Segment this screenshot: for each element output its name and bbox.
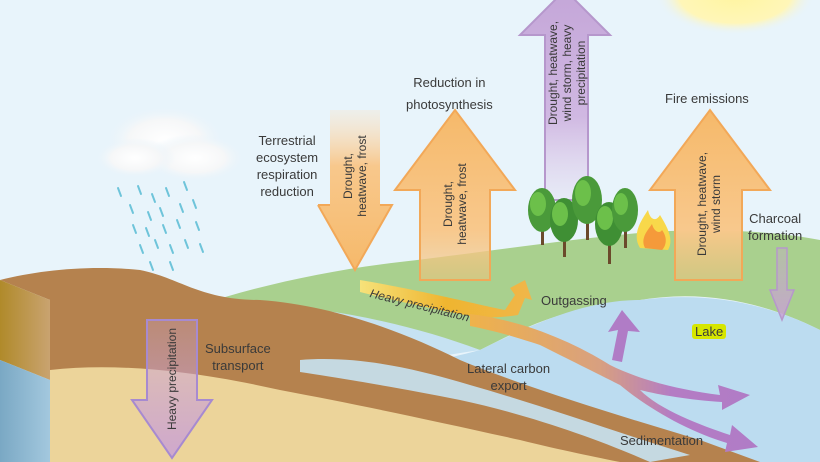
groundwater-strip: [300, 359, 690, 462]
arrow-label-photosynthesis: Drought, heatwave, frost: [441, 163, 469, 245]
label-terrestrial-respiration: Terrestrial ecosystem respiration reduct…: [256, 132, 318, 200]
arrow-label-respiration: Drought, heatwave, frost: [341, 135, 369, 217]
arrow-charcoal-formation: [768, 247, 796, 323]
arrow-fire-emissions: [648, 108, 772, 281]
cloud: [95, 106, 245, 182]
arrow-disturbance-emissions: [517, 0, 613, 201]
block-side-water: [0, 360, 50, 462]
arrow-lateral-export: [470, 314, 758, 452]
arrow-photosynthesis-reduction: [393, 108, 517, 281]
label-text: Terrestrial ecosystem respiration reduct…: [256, 133, 319, 199]
arrow-respiration-outline: [317, 204, 394, 273]
label-charcoal-formation: Charcoal formation: [748, 210, 802, 244]
label-subsurface-transport: Subsurface transport: [205, 340, 271, 374]
arrow-lake-outgassing: [608, 310, 640, 362]
arrow-label-disturbance: Drought, heatwave, wind storm, heavy pre…: [546, 20, 588, 126]
fire-icon: [636, 210, 671, 250]
label-lake: Lake: [692, 323, 727, 340]
tree-icon: [572, 176, 602, 240]
label-lateral-export: Lateral carbon export: [467, 360, 550, 394]
rain-drops: [117, 181, 204, 271]
label-text: Reduction in photosynthesis: [406, 75, 493, 112]
tree-icon: [612, 188, 638, 248]
arrow-heavy-precipitation-lateral: [360, 280, 532, 318]
label-text: Lateral carbon export: [467, 361, 551, 393]
lake-badge: Lake: [692, 324, 727, 339]
tree-icon: [550, 198, 578, 257]
tree-icon: [528, 188, 556, 245]
arrow-label-heavy-precip-down: Heavy precipitation: [165, 327, 179, 431]
sun: [655, 0, 815, 35]
label-text: Charcoal formation: [748, 211, 803, 243]
label-sedimentation: Sedimentation: [620, 433, 704, 448]
label-fire-emissions: Fire emissions: [665, 91, 749, 106]
arrow-label-fire: Drought, heatwave, wind storm: [695, 151, 723, 257]
label-reduction-photosynthesis: Reduction in photosynthesis: [406, 72, 493, 116]
trees: [528, 176, 638, 264]
arrow-heavy-precipitation-down: [130, 319, 214, 460]
block-side-soil: [0, 280, 50, 380]
label-text: Subsurface transport: [205, 341, 271, 373]
label-outgassing: Outgassing: [541, 293, 607, 308]
arrow-respiration-reduction: [318, 110, 392, 270]
